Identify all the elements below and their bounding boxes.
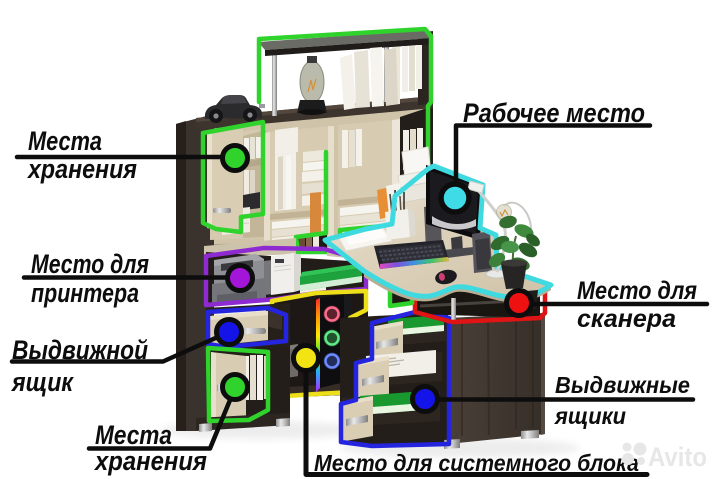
watermark: Avito [622,442,707,472]
callout-labels: Места хранения Рабочее место Место для п… [10,98,697,476]
callout-dot-storage-bottom [220,372,250,402]
callout-line-storage-bottom [86,385,238,451]
label-scanner-line1: Место для [577,277,697,305]
label-storage-bottom-line2: хранения [93,446,207,476]
label-drawers-multi-line2: ящики [553,403,626,429]
callout-line-workspace [453,123,653,201]
callout-dot-printer [225,263,255,293]
speaker-right [472,231,492,273]
callout-dot-workspace [438,181,472,215]
callout-dot-scanner [504,288,534,318]
label-drawer-single-line2: ящик [10,367,74,397]
outline-storage-bottom [205,345,271,424]
label-storage-bottom-line1: Места [95,420,172,450]
callout-line-drawer-single [9,329,232,364]
callout-lines [9,123,710,477]
desk-items-front [467,180,540,309]
white-tower [271,253,301,295]
callout-dot-drawer-single [214,317,244,347]
label-printer-line1: Место для [31,249,149,279]
label-scanner-line2: сканера [577,305,676,333]
label-workspace: Рабочее место [463,98,645,128]
foot [199,423,212,432]
label-system-unit: Место для системного блока [314,450,639,476]
keyboard [374,240,449,269]
papers [342,226,387,245]
plant [488,215,540,309]
outline-storage-left-cabinet [200,119,266,235]
label-storage-top-line1: Места [28,126,102,156]
label-printer-line2: принтера [31,278,139,308]
foot [521,430,539,439]
label-drawers-multi-line1: Выдвижные [555,372,690,398]
callout-dot-drawers-multi [410,384,440,414]
outline-workspace [322,163,554,300]
toy-car [205,95,265,123]
mouse [435,269,457,285]
label-storage-top-line2: хранения [26,154,137,184]
bridge-shelf [205,30,433,123]
edison-lamp [297,56,327,115]
avito-logo-icon [622,442,647,465]
books-small-cubby [299,236,319,252]
callout-dot-system-unit [291,343,321,373]
label-drawer-single-line1: Выдвижной [12,335,148,365]
outline-drawers-right [338,309,452,449]
books-bridge [340,45,422,110]
drawer-middle [356,350,442,406]
callout-dots [214,143,534,414]
callout-dot-storage-top [220,143,250,173]
outline-drawer-left [205,305,289,350]
chrome-post-left [272,52,277,116]
right-drawer-unit [340,312,545,449]
green-box-shelf [300,263,364,296]
callout-line-system-unit [303,355,650,477]
avito-watermark-text: Avito [648,442,707,472]
foot [276,418,290,427]
